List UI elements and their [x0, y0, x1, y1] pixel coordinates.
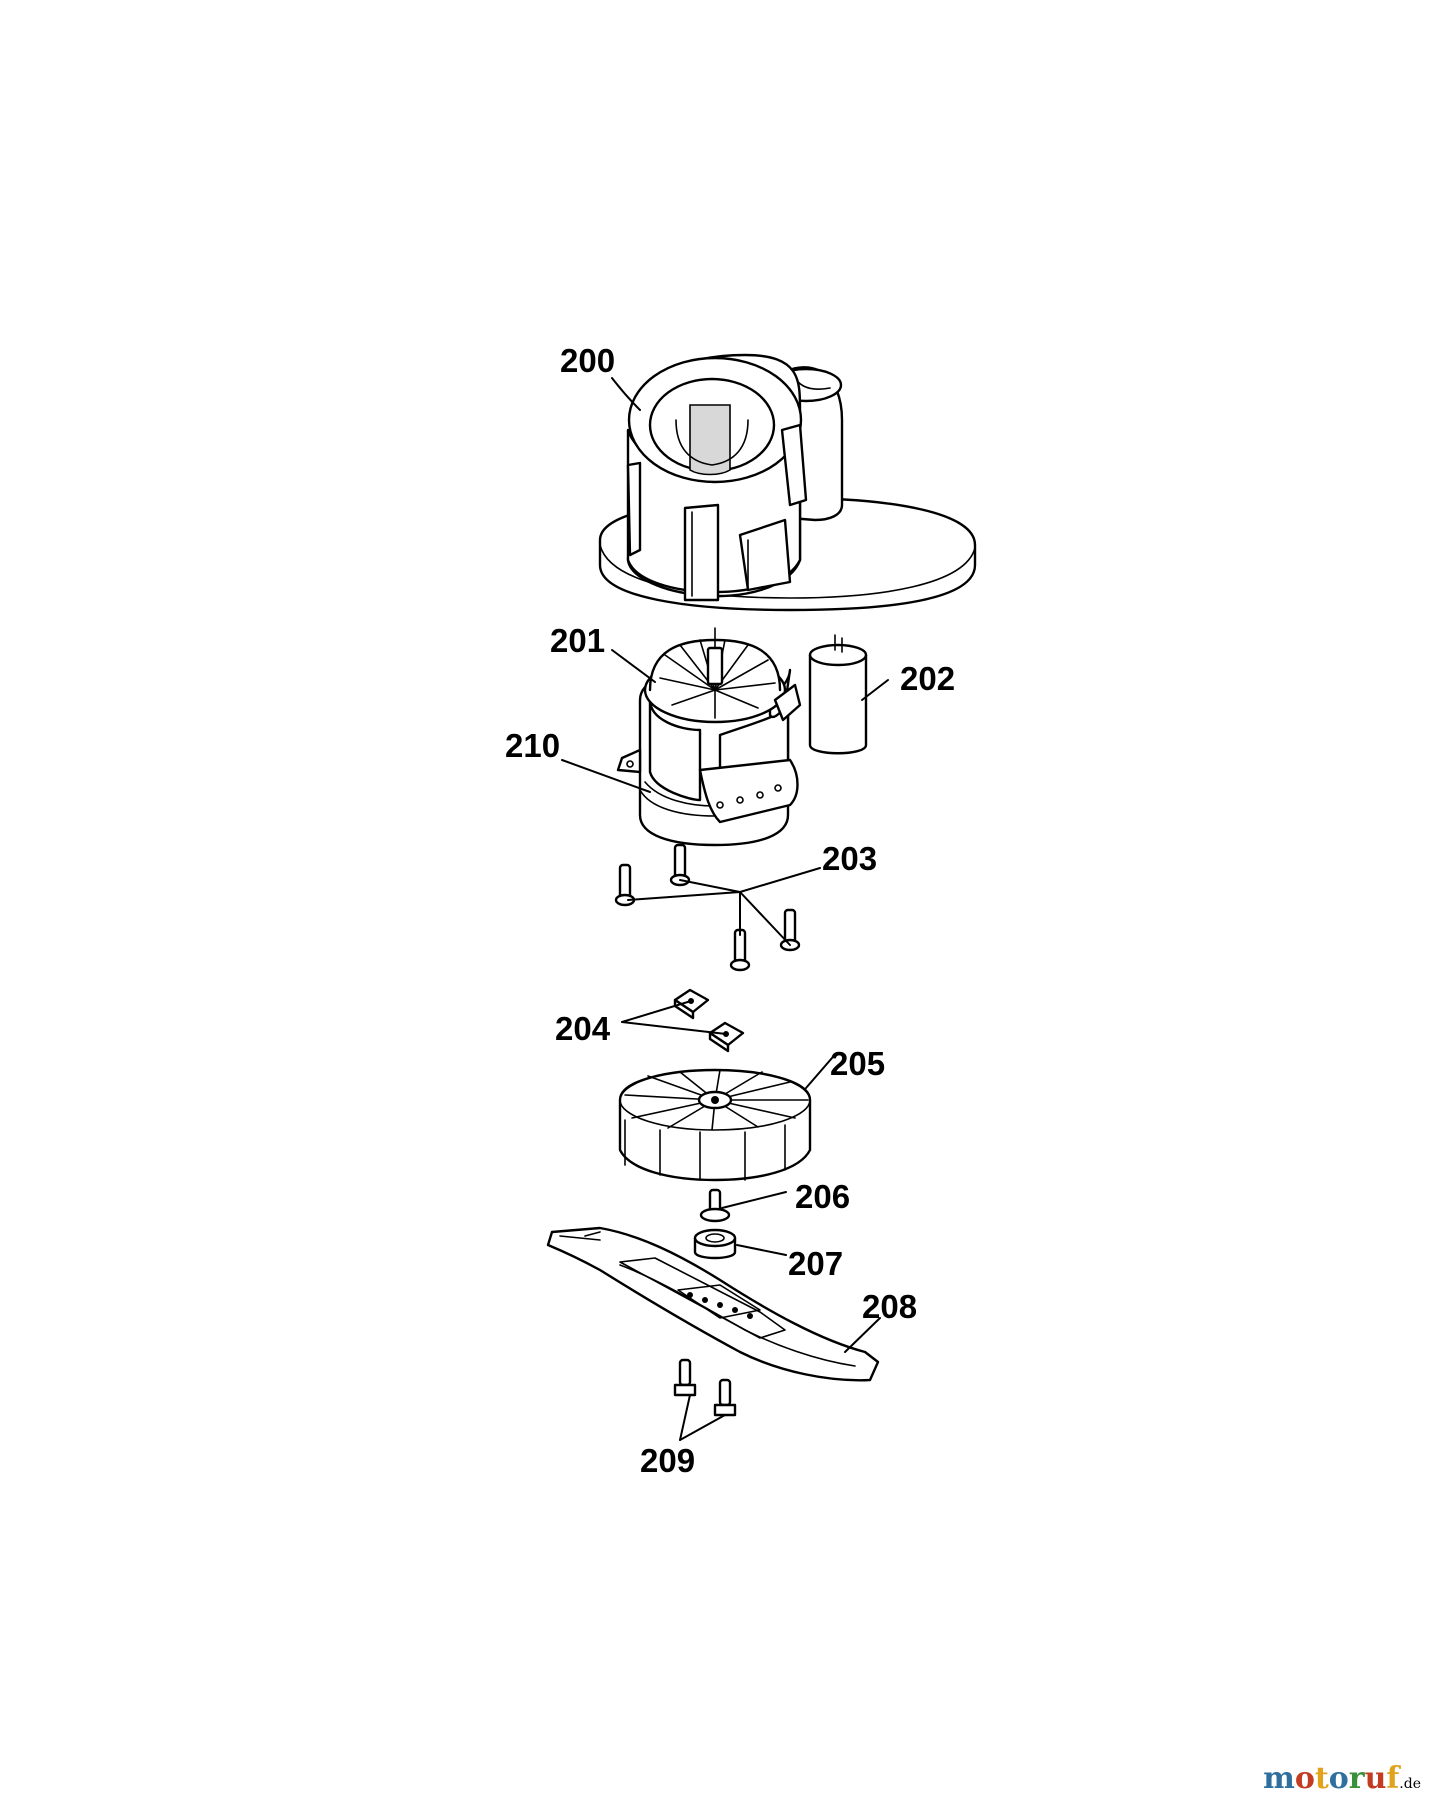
blade-bolts-209: [673, 1358, 737, 1417]
screw: [713, 1378, 737, 1417]
motoruf-watermark-logo: motoruf.de: [1263, 1761, 1421, 1796]
screw: [669, 843, 691, 887]
screw-set-203: [614, 843, 801, 972]
screw: [673, 1358, 697, 1397]
callout-209: 209: [640, 1442, 695, 1479]
watermark-letter: u: [1364, 1761, 1387, 1796]
commutator-head: [643, 627, 802, 724]
screw: [614, 863, 636, 907]
bolt-206: [699, 1188, 731, 1223]
cooling-fan: [618, 1068, 812, 1182]
watermark-letter: r: [1348, 1761, 1365, 1796]
watermark-letter: t: [1314, 1761, 1329, 1796]
watermark-letter: f: [1386, 1761, 1400, 1796]
watermark-letter: o: [1294, 1761, 1315, 1796]
screw: [729, 928, 751, 972]
capacitor: [808, 634, 868, 755]
watermark-letter: o: [1328, 1761, 1349, 1796]
callout-201: 201: [550, 622, 605, 659]
spacer-207: [693, 1228, 737, 1260]
callout-210: 210: [505, 727, 560, 764]
motor-housing-cover: [598, 353, 977, 612]
callout-200: 200: [560, 342, 615, 379]
callout-labels: 200 201 202 210 203 204 205 206 207 208 …: [505, 342, 955, 1479]
callout-204: 204: [555, 1010, 611, 1047]
callout-203: 203: [822, 840, 877, 877]
mower-blade: [546, 1226, 880, 1382]
callout-207: 207: [788, 1245, 843, 1282]
callout-208: 208: [862, 1288, 917, 1325]
square-nuts-204: [673, 988, 745, 1053]
watermark-suffix: .de: [1399, 1776, 1421, 1792]
leader-lines: [561, 377, 889, 1441]
callout-202: 202: [900, 660, 955, 697]
watermark-letter: m: [1263, 1761, 1295, 1796]
callout-206: 206: [795, 1178, 850, 1215]
callout-205: 205: [830, 1045, 885, 1082]
